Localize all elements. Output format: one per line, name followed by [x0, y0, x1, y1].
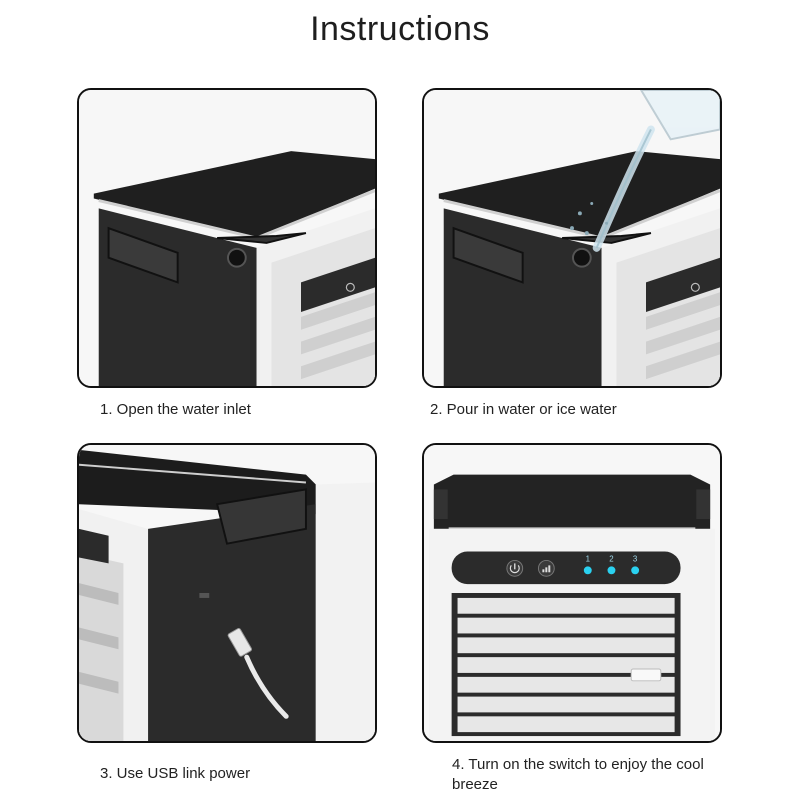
step-3-image — [77, 443, 377, 743]
indicator-label-3: 3 — [633, 554, 638, 563]
cooler-switch-on-illustration: 1 2 3 — [424, 445, 720, 741]
page-title: Instructions — [310, 10, 490, 48]
cooler-usb-power-illustration — [79, 445, 375, 741]
indicator-label-1: 1 — [586, 554, 590, 563]
indicator-light-2 — [607, 566, 616, 575]
step-4-image: 1 2 3 — [422, 443, 722, 743]
step-3-caption: 3. Use USB link power — [100, 765, 251, 782]
cooler-pour-water-illustration — [424, 90, 720, 386]
step-4-caption: 4. Turn on the switch to enjoy the cool … — [452, 756, 704, 793]
step-2-image — [422, 88, 722, 388]
step-2-caption: 2. Pour in water or ice water — [430, 401, 617, 418]
step-1-image — [77, 88, 377, 388]
step-1-caption: 1. Open the water inlet — [100, 401, 251, 418]
indicator-label-2: 2 — [609, 554, 613, 563]
indicator-light-3 — [631, 566, 640, 575]
cooler-open-inlet-illustration — [79, 90, 375, 386]
indicator-light-1 — [583, 566, 592, 575]
